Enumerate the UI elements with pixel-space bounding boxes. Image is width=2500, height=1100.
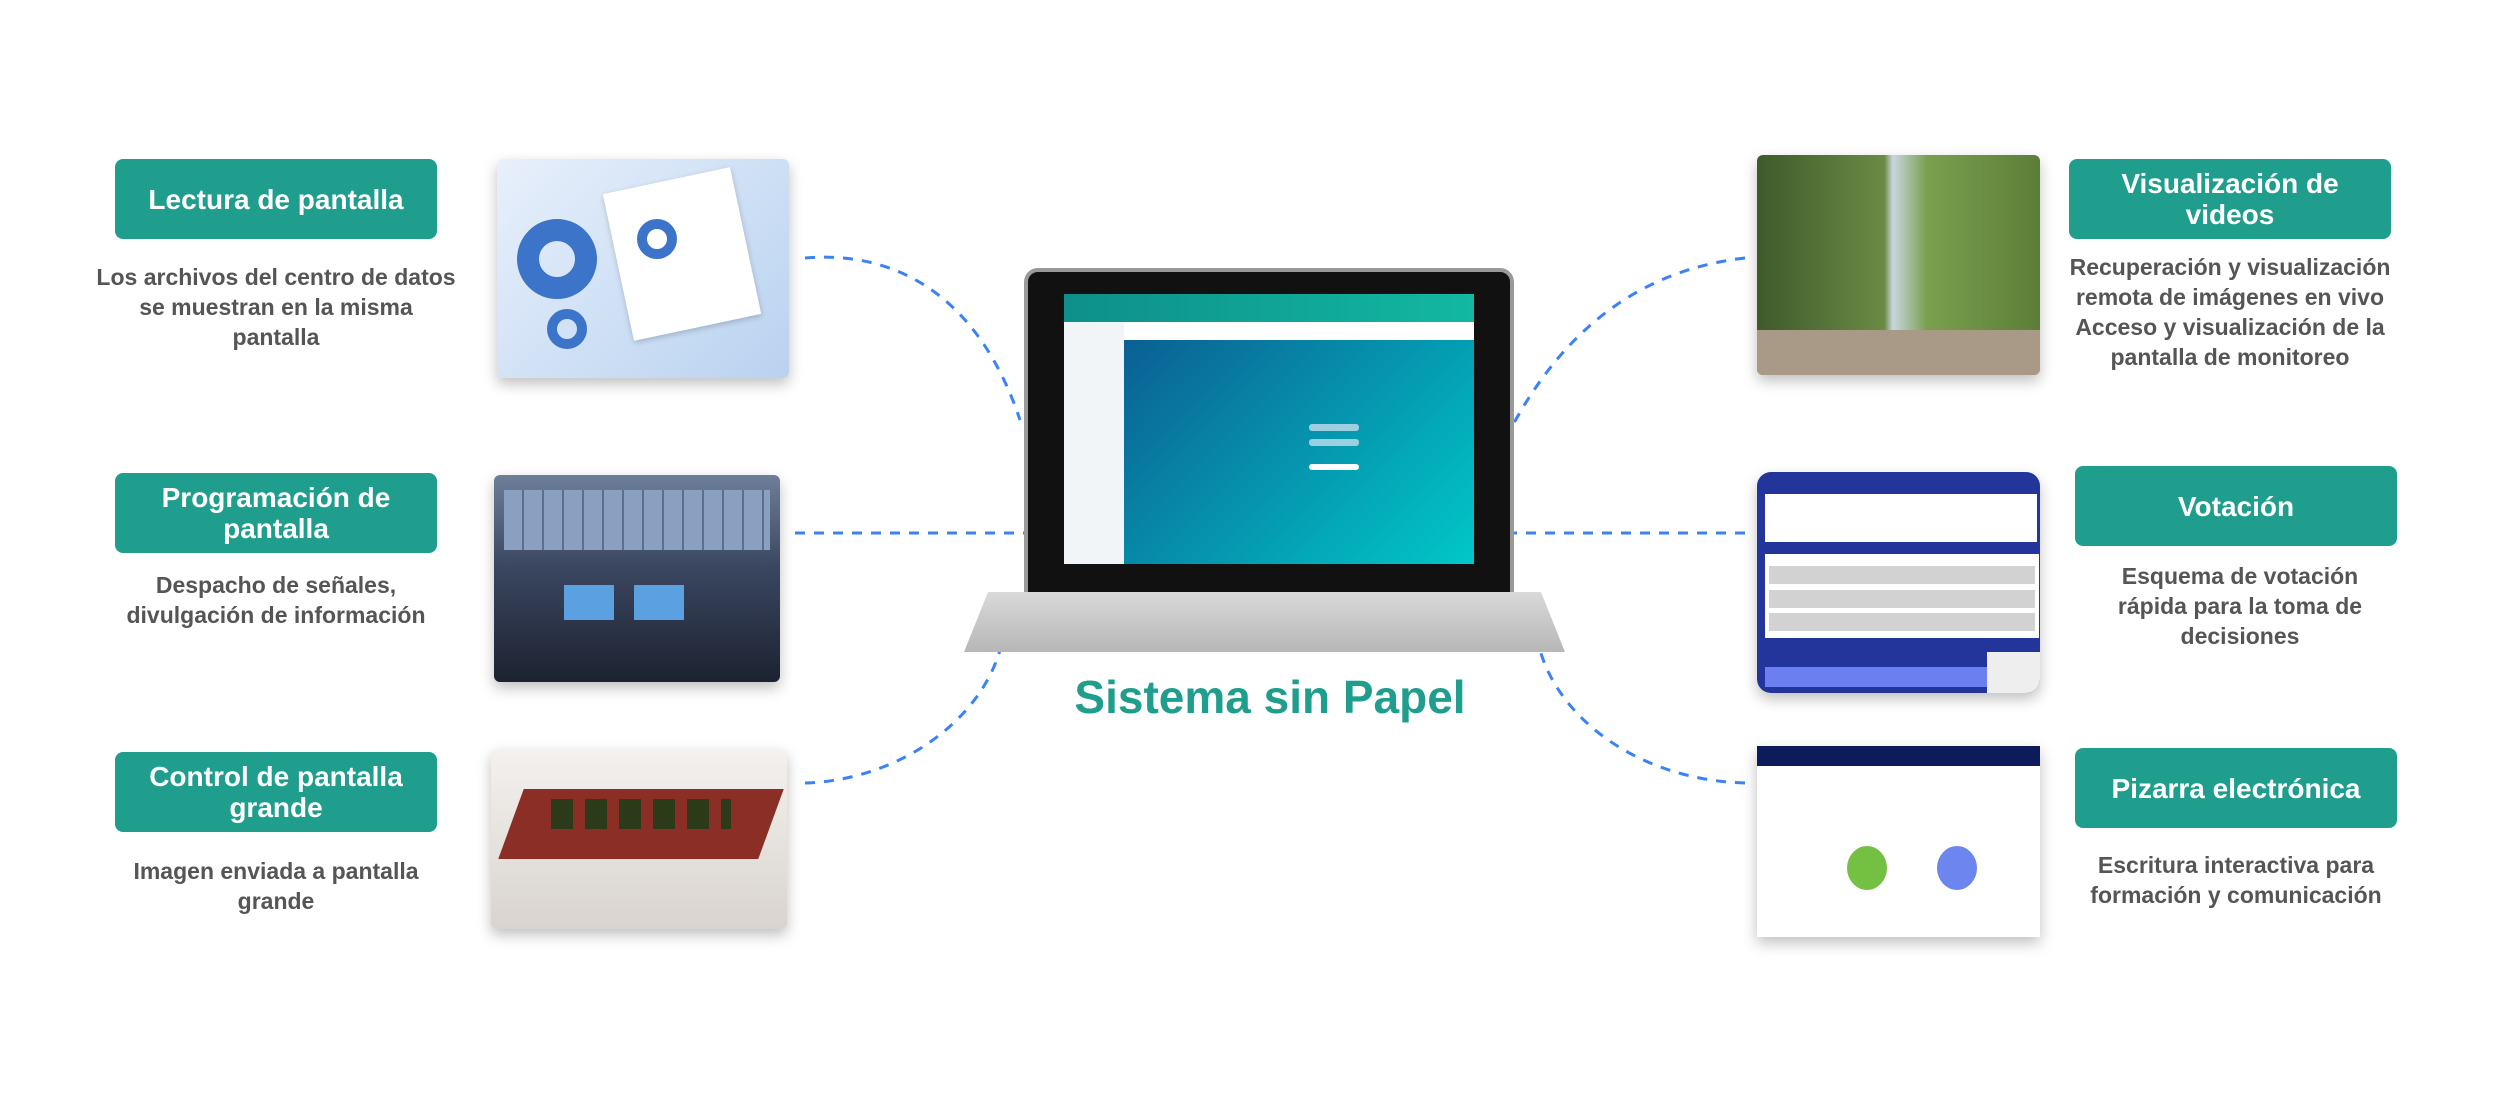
street-video-image — [1757, 155, 2040, 375]
data-charts-image — [497, 159, 789, 378]
tag-programacion-de-pantalla: Programación de pantalla — [115, 473, 437, 553]
whiteboard-screen-image — [1757, 746, 2040, 937]
desc-programacion-de-pantalla: Despacho de señales, divulgación de info… — [126, 572, 426, 628]
tag-lectura-de-pantalla: Lectura de pantalla — [115, 159, 437, 239]
desc-control-de-pantalla-grande: Imagen enviada a pantalla grande — [133, 858, 419, 914]
connector-line — [804, 649, 1002, 785]
desc-pizarra-electronica: Escritura interactiva para formación y c… — [2090, 852, 2382, 908]
tag-pizarra-electronica: Pizarra electrónica — [2075, 748, 2397, 828]
desc-visualizacion-de-videos: Recuperación y visualización remota de i… — [2069, 254, 2391, 370]
conference-table-image — [491, 749, 787, 929]
tag-control-de-pantalla-grande: Control de pantalla grande — [115, 752, 437, 832]
connector-line — [804, 255, 1022, 421]
laptop-device — [1024, 268, 1514, 618]
connector-line — [1538, 649, 1746, 785]
tag-votacion: Votación — [2075, 466, 2397, 546]
laptop-screen — [1064, 294, 1474, 564]
desc-votacion: Esquema de votación rápida para la toma … — [2117, 563, 2363, 649]
connector-line — [1503, 256, 1746, 441]
voting-screen-image — [1757, 472, 2040, 693]
control-room-image — [494, 475, 780, 682]
page-title: Sistema sin Papel — [1074, 671, 1466, 723]
tag-visualizacion-de-videos: Visualización de videos — [2069, 159, 2391, 239]
laptop-base — [964, 592, 1565, 652]
desc-lectura-de-pantalla: Los archivos del centro de datos se mues… — [96, 264, 456, 350]
